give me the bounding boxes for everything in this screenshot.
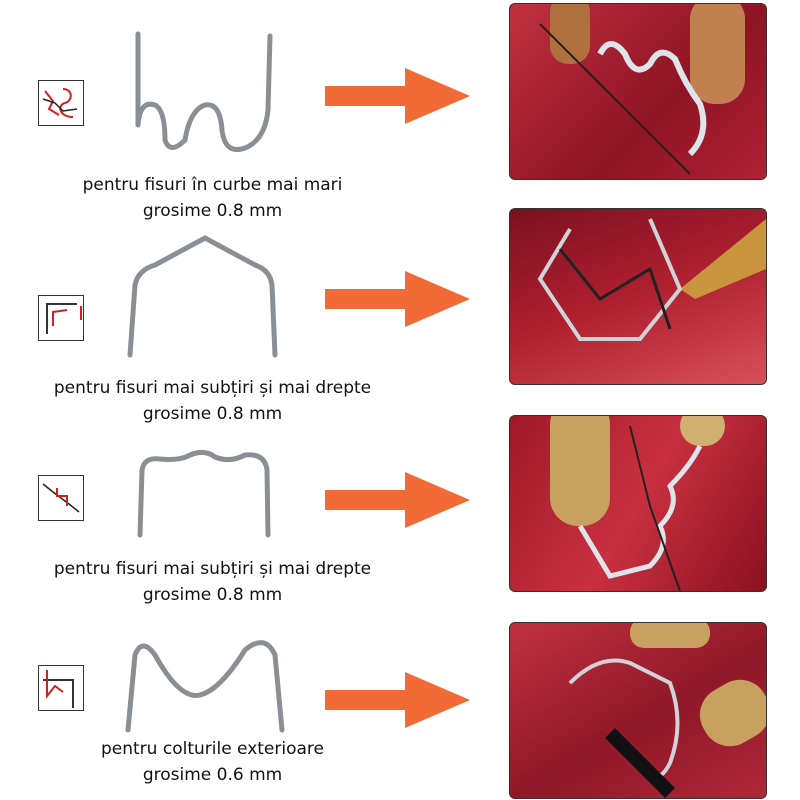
caption-thickness: grosime 0.8 mm: [142, 404, 283, 424]
caption-use: pentru fisuri mai subțiri și mai drepte: [53, 559, 372, 579]
flat-wave-staple-image: [137, 449, 271, 538]
caption-use: pentru fisuri mai subțiri și mai drepte: [53, 378, 372, 398]
arrow-icon: [325, 271, 470, 327]
crack-type-icon-straight: [38, 475, 84, 521]
caption-row-2: pentru fisuri mai subțiri și mai drepte …: [0, 375, 425, 427]
arrow-icon: [325, 472, 470, 528]
caption-row-4: pentru colturile exterioare grosime 0.6 …: [0, 736, 425, 788]
caption-use: pentru colturile exterioare: [100, 739, 325, 759]
caption-thickness: grosime 0.6 mm: [142, 765, 283, 785]
caption-use: pentru fisuri în curbe mai mari: [82, 175, 343, 195]
usage-photo-4: [509, 622, 767, 799]
m-staple-image: [125, 640, 285, 733]
arrow-icon: [325, 672, 470, 728]
caption-thickness: grosime 0.8 mm: [142, 585, 283, 605]
wave-staple-image: [135, 31, 273, 152]
crack-type-icon-curved: [38, 80, 84, 126]
caption-thickness: grosime 0.8 mm: [142, 201, 283, 221]
crack-type-icon-outer-corner: [38, 665, 84, 711]
usage-photo-3: [509, 415, 767, 592]
arrow-icon: [325, 68, 470, 124]
usage-photo-2: [509, 208, 767, 385]
usage-photo-1: [509, 3, 767, 180]
v-staple-image: [127, 235, 278, 358]
caption-row-1: pentru fisuri în curbe mai mari grosime …: [0, 172, 425, 224]
caption-row-3: pentru fisuri mai subțiri și mai drepte …: [0, 556, 425, 608]
crack-type-icon-corner: [38, 295, 84, 341]
